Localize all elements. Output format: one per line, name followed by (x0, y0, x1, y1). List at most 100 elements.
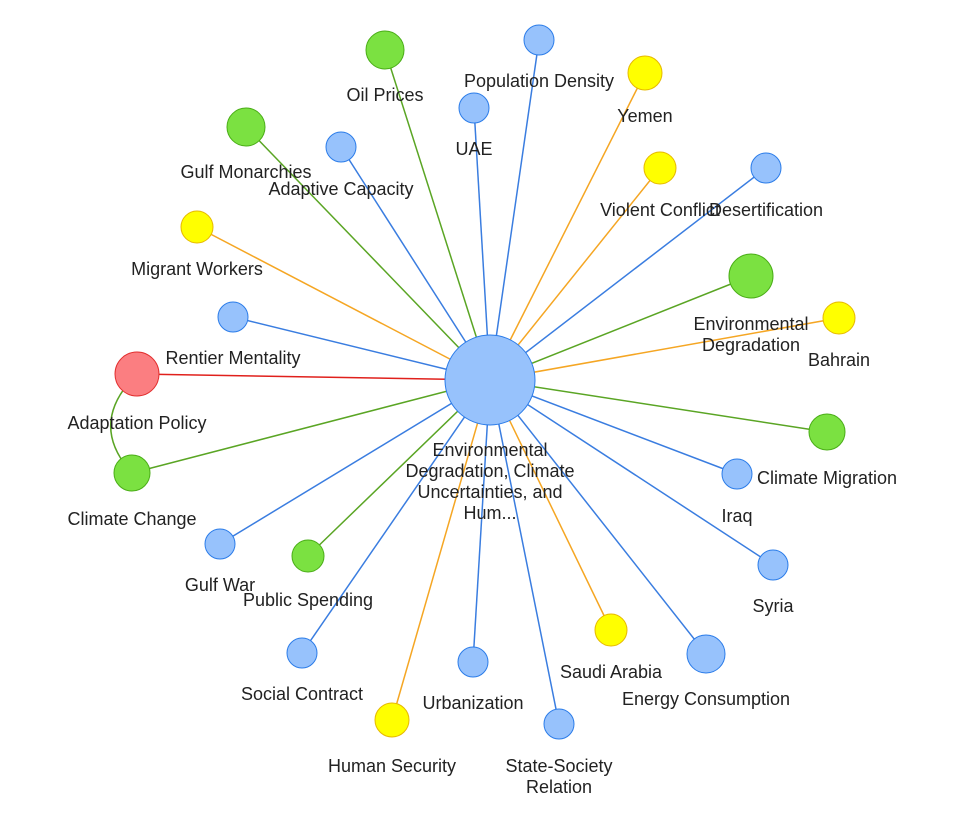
node-label-syria: Syria (752, 596, 794, 616)
node-label-bahrain: Bahrain (808, 350, 870, 370)
edge-center-gulf-war (219, 379, 491, 545)
node-label-line: Uncertainties, and (417, 482, 562, 502)
node-label-line: Climate Migration (757, 468, 897, 488)
node-syria[interactable] (757, 549, 789, 581)
node-label-line: Migrant Workers (131, 259, 263, 279)
node-label-saudi-arabia: Saudi Arabia (560, 662, 663, 682)
edge-center-gulf-monarchies (245, 126, 491, 381)
node-label-public-spending: Public Spending (243, 590, 373, 610)
node-label-rentier-mentality: Rentier Mentality (165, 348, 300, 368)
edge-center-environmental-degradation (489, 275, 752, 381)
node-bahrain[interactable] (822, 301, 856, 335)
edge-center-human-security (391, 379, 491, 721)
node-label-urbanization: Urbanization (422, 693, 523, 713)
node-gulf-monarchies[interactable] (226, 107, 266, 147)
edge-center-climate-change (131, 379, 491, 474)
node-label-line: Urbanization (422, 693, 523, 713)
node-saudi-arabia[interactable] (594, 613, 628, 647)
node-label-line: Yemen (617, 106, 672, 126)
node-label-line: Relation (526, 777, 592, 797)
node-label-gulf-war: Gulf War (185, 575, 255, 595)
node-label-line: Oil Prices (346, 85, 423, 105)
node-label-violent-conflict: Violent Conflict (600, 200, 720, 220)
node-label-oil-prices: Oil Prices (346, 85, 423, 105)
node-human-security[interactable] (374, 702, 410, 738)
node-adaptation-policy[interactable] (114, 351, 160, 397)
node-label-energy-consumption: Energy Consumption (622, 689, 790, 709)
node-label-line: Desertification (709, 200, 823, 220)
edge-center-adaptive-capacity (340, 146, 491, 381)
node-environmental-degradation[interactable] (728, 253, 774, 299)
node-energy-consumption[interactable] (686, 634, 726, 674)
edge-center-yemen (489, 72, 646, 381)
edge-center-syria (489, 379, 774, 566)
node-desertification[interactable] (750, 152, 782, 184)
node-label-line: Violent Conflict (600, 200, 720, 220)
node-label-line: Gulf Monarchies (180, 162, 311, 182)
node-label-iraq: Iraq (721, 506, 752, 526)
node-label-line: Rentier Mentality (165, 348, 300, 368)
edge-center-social-contract (301, 379, 491, 654)
node-label-line: Energy Consumption (622, 689, 790, 709)
node-label-uae: UAE (455, 139, 492, 159)
node-label-line: Public Spending (243, 590, 373, 610)
node-uae[interactable] (458, 92, 490, 124)
node-population-density[interactable] (523, 24, 555, 56)
node-climate-migration[interactable] (808, 413, 846, 451)
node-label-gulf-monarchies: Gulf Monarchies (180, 162, 311, 182)
edge-center-energy-consumption (489, 379, 707, 655)
node-center[interactable] (444, 334, 536, 426)
node-label-line: Syria (752, 596, 794, 616)
node-label-line: Population Density (464, 71, 614, 91)
node-oil-prices[interactable] (365, 30, 405, 70)
edge-center-climate-migration (489, 379, 828, 433)
node-label-yemen: Yemen (617, 106, 672, 126)
node-label-line: Hum... (463, 503, 516, 523)
node-climate-change[interactable] (113, 454, 151, 492)
edge-center-bahrain (489, 317, 840, 381)
node-label-line: Environmental (693, 314, 808, 334)
node-label-desertification: Desertification (709, 200, 823, 220)
node-state-society-relation[interactable] (543, 708, 575, 740)
node-label-line: Gulf War (185, 575, 255, 595)
node-urbanization[interactable] (457, 646, 489, 678)
node-violent-conflict[interactable] (643, 151, 677, 185)
node-rentier-mentality[interactable] (217, 301, 249, 333)
node-label-line: Degradation, Climate (405, 461, 574, 481)
node-label-line: Human Security (328, 756, 456, 776)
edge-center-adaptation-policy (136, 373, 491, 381)
node-label-line: Adaptation Policy (67, 413, 206, 433)
node-social-contract[interactable] (286, 637, 318, 669)
node-label-line: Degradation (702, 335, 800, 355)
node-yemen[interactable] (627, 55, 663, 91)
node-label-adaptation-policy: Adaptation Policy (67, 413, 206, 433)
node-migrant-workers[interactable] (180, 210, 214, 244)
node-label-climate-migration: Climate Migration (757, 468, 897, 488)
node-label-line: UAE (455, 139, 492, 159)
node-label-line: Bahrain (808, 350, 870, 370)
node-label-population-density: Population Density (464, 71, 614, 91)
node-adaptive-capacity[interactable] (325, 131, 357, 163)
node-label-line: Environmental (432, 440, 547, 460)
edge-center-population-density (489, 39, 540, 381)
node-label-line: Adaptive Capacity (268, 179, 413, 199)
edge-center-migrant-workers (196, 226, 491, 381)
node-label-line: Iraq (721, 506, 752, 526)
node-public-spending[interactable] (291, 539, 325, 573)
node-label-line: Social Contract (241, 684, 363, 704)
edge-center-desertification (489, 167, 767, 381)
node-label-migrant-workers: Migrant Workers (131, 259, 263, 279)
node-gulf-war[interactable] (204, 528, 236, 560)
edge-center-urbanization (472, 379, 491, 663)
node-label-line: Saudi Arabia (560, 662, 663, 682)
node-label-line: Climate Change (67, 509, 196, 529)
node-label-adaptive-capacity: Adaptive Capacity (268, 179, 413, 199)
node-label-line: State-Society (505, 756, 612, 776)
node-iraq[interactable] (721, 458, 753, 490)
node-label-climate-change: Climate Change (67, 509, 196, 529)
